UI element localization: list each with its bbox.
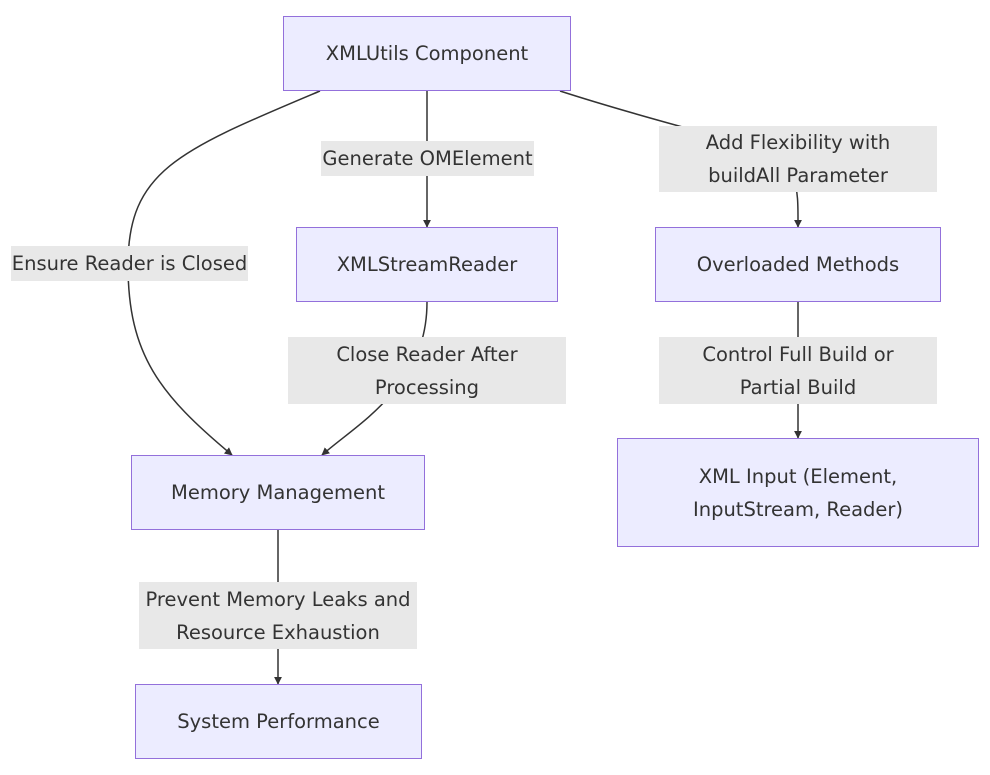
edge-label-text: Control Full Build or Partial Build [702,342,894,399]
node-memory-management[interactable]: Memory Management [131,455,425,530]
node-xml-input[interactable]: XML Input (Element, InputStream, Reader) [617,438,979,547]
edge-label-prevent-leaks: Prevent Memory Leaks and Resource Exhaus… [139,582,417,649]
edge-label-close-after: Close Reader After Processing [288,337,566,404]
node-xmlutils-component[interactable]: XMLUtils Component [283,16,571,91]
edge-label-text: Generate OMElement [322,147,533,170]
node-xmlstreamreader[interactable]: XMLStreamReader [296,227,558,302]
edge-label-text: Prevent Memory Leaks and Resource Exhaus… [145,587,411,644]
edge-label-text: Close Reader After Processing [336,342,518,399]
edge-label-text: Ensure Reader is Closed [11,252,248,275]
node-label: XMLUtils Component [325,42,529,65]
edge-label-text: Add Flexibility with buildAll Parameter [705,131,891,187]
node-overloaded-methods[interactable]: Overloaded Methods [655,227,941,302]
node-label: XMLStreamReader [336,253,518,276]
edge-label-generate: Generate OMElement [321,141,534,176]
edge-label-control-build: Control Full Build or Partial Build [659,337,937,404]
node-label: XML Input (Element, InputStream, Reader) [692,464,904,521]
node-label: Memory Management [171,481,385,504]
node-system-performance[interactable]: System Performance [135,684,422,759]
edge-label-ensure-closed: Ensure Reader is Closed [11,246,248,281]
node-label: Overloaded Methods [696,253,900,276]
node-label: System Performance [177,710,380,733]
edge-label-flexibility: Add Flexibility with buildAll Parameter [659,126,937,192]
